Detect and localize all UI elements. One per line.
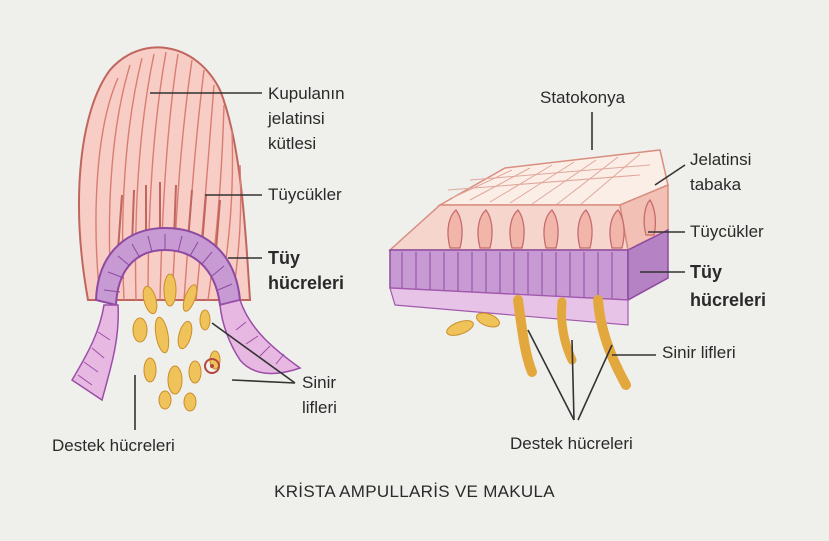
label-tuycukler-right: Tüycükler [690,222,764,242]
label-destek-right: Destek hücreleri [510,434,633,454]
label-tuy-hucreleri-left-2: hücreleri [268,273,344,293]
macula [390,150,668,385]
label-kupula-2: jelatinsi [268,109,325,129]
label-sinir-left-1: Sinir [302,373,336,393]
statoconia-layer [440,150,668,205]
label-jelatinsi-2: tabaka [690,175,741,195]
label-kupula-3: kütlesi [268,134,316,154]
support-epithelium-left [72,305,118,400]
figure-caption: KRİSTA AMPULLARİS VE MAKULA [0,482,829,502]
label-tuy-hucreleri-left-1: Tüy [268,248,300,268]
label-statokonya: Statokonya [540,88,625,108]
label-tuy-hucreleri-right-2: hücreleri [690,290,766,310]
label-sinir-left-2: lifleri [302,398,337,418]
label-jelatinsi-1: Jelatinsi [690,150,751,170]
label-destek-left: Destek hücreleri [52,436,175,456]
label-tuy-hucreleri-right-1: Tüy [690,262,722,282]
label-sinir-right: Sinir lifleri [662,343,736,363]
crista-ampullaris [72,47,300,411]
label-tuycukler-left: Tüycükler [268,185,342,205]
label-kupula-1: Kupulanın [268,84,345,104]
